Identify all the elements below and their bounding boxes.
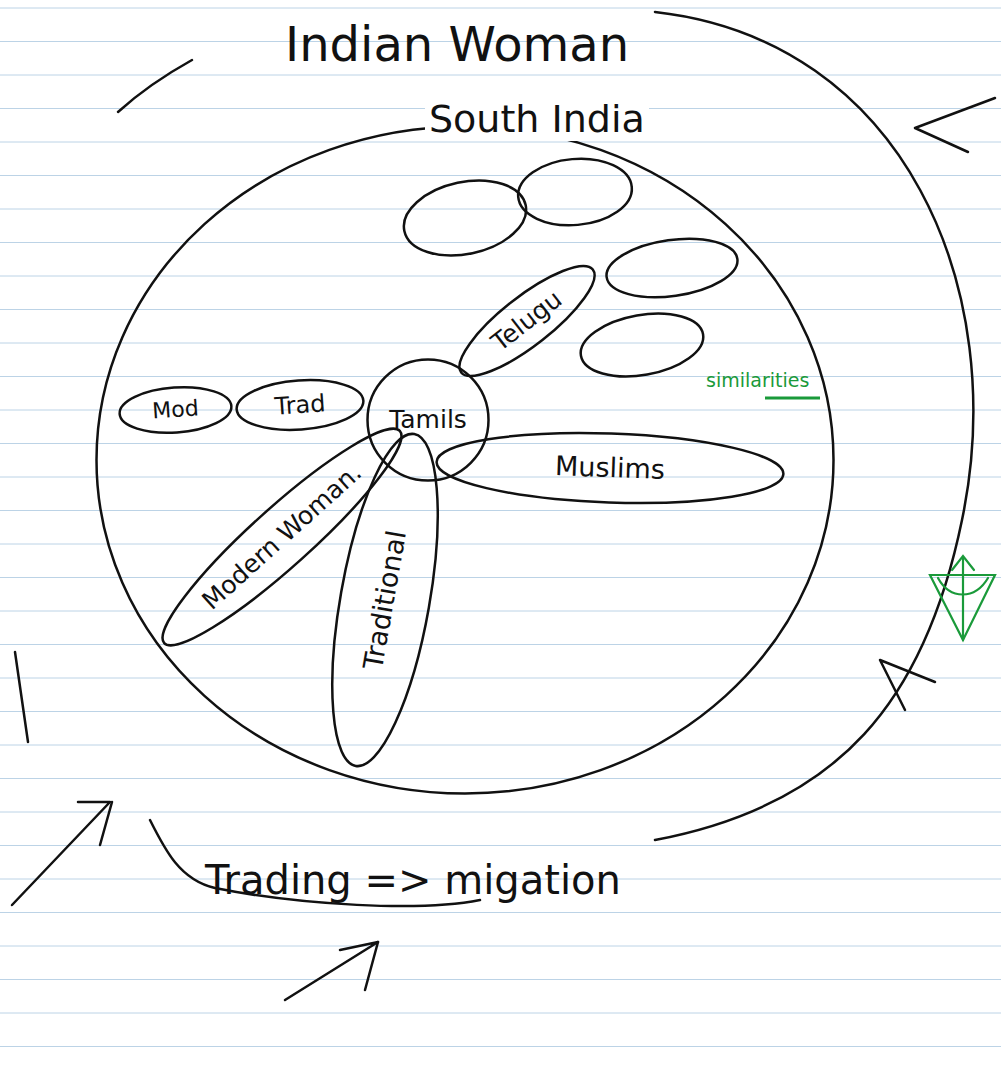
node-label: Traditional [358,528,412,672]
outer-arc [118,60,192,112]
underline [765,397,820,400]
arrow-mark [285,942,378,1000]
node-label: Tamils [389,406,467,434]
outer-arc [15,652,28,742]
petal-ellipse: Trad [233,375,366,436]
empty-ellipse [397,170,533,266]
node-label: Mod [151,396,199,423]
petal-ellipse: Telugu [444,248,610,394]
petal-ellipse: Mod [116,382,234,438]
empty-ellipse [515,154,634,230]
petal-ellipse: Muslims [434,426,786,510]
note: similarities [706,370,809,391]
umbrella-symbol [930,556,995,640]
node-label: Trad [274,390,327,420]
arrow-mark [12,802,110,905]
arrow-mark [880,660,935,710]
arrow-mark [100,802,112,845]
region-ellipse: South IndiaTamilsTeluguMuslimsTraditiona… [95,125,835,795]
node-label: Muslims [555,451,666,485]
region-label: South India [425,99,649,141]
node-label: Telugu [487,285,568,356]
ellipse-outline [95,125,835,795]
arrow-mark [915,98,995,152]
note: Trading => migation [205,858,621,902]
title: Indian Woman [285,18,629,71]
empty-ellipse [576,305,709,386]
empty-ellipse [603,231,742,305]
arrow-mark [365,942,378,990]
